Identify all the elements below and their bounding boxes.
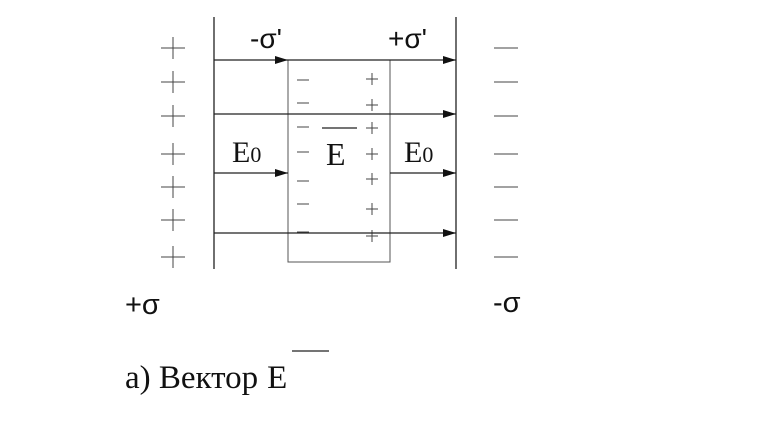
left-plate-plus-signs [161, 37, 185, 268]
pos-plate-charge-label: +σ [125, 289, 160, 321]
arrowhead [275, 56, 288, 64]
arrowhead [275, 169, 288, 177]
ext-field-left-label: E0 [232, 136, 261, 169]
plus-sign [161, 176, 185, 198]
plus-sign [161, 143, 185, 165]
slab-minus-signs [297, 79, 309, 233]
plus-sign [366, 173, 378, 185]
plus-sign [161, 105, 185, 127]
field-line-2 [214, 110, 456, 118]
caption-prefix: а) Вектор [125, 360, 258, 396]
inner-field-label: E [326, 136, 346, 172]
pos-bound-charge-label: +σ' [388, 23, 427, 54]
field-line-1 [214, 56, 456, 64]
neg-bound-charge-label: -σ' [250, 23, 282, 54]
arrowhead [443, 169, 456, 177]
plus-sign [366, 230, 378, 242]
slab-plus-signs [366, 73, 378, 242]
plus-sign [366, 99, 378, 111]
plus-sign [161, 209, 185, 231]
plus-sign [366, 73, 378, 85]
plus-sign [366, 203, 378, 215]
arrowhead [443, 56, 456, 64]
ext-field-right-label: E0 [404, 136, 433, 169]
arrowhead [443, 229, 456, 237]
field-line-3 [214, 169, 456, 177]
arrowhead [443, 110, 456, 118]
plus-sign [161, 246, 185, 268]
field-line-4 [214, 229, 456, 237]
right-plate-minus-signs [494, 47, 518, 258]
plus-sign [366, 148, 378, 160]
plus-sign [161, 37, 185, 59]
caption-symbol: E [267, 360, 287, 396]
plus-sign [161, 71, 185, 93]
plus-sign [366, 122, 378, 134]
neg-plate-charge-label: -σ [493, 287, 521, 319]
